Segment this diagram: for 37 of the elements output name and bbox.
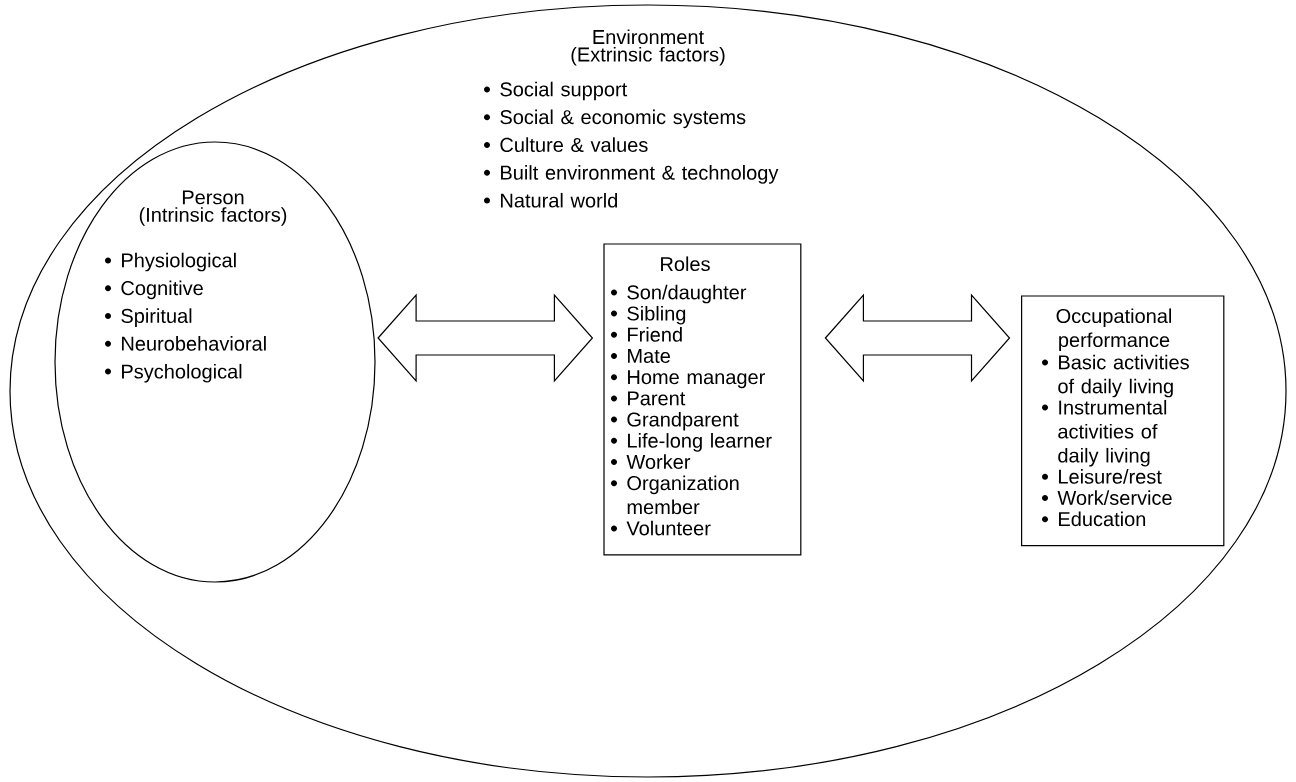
bullet-item: Natural world [484, 192, 618, 208]
bullet-item: Friend [611, 327, 682, 342]
bullet-item: Cognitive [105, 280, 203, 300]
bullet-item: Worker [611, 454, 691, 469]
bullet-item: Parent [611, 391, 686, 406]
bullet-item: Physiological [105, 252, 236, 272]
bullet-item: Neurobehavioral [105, 336, 266, 351]
bullet-item: Sibling [611, 305, 686, 325]
heading: (Intrinsic factors) [139, 207, 287, 226]
bullet-item: Son/daughter [611, 284, 747, 304]
heading: (Extrinsic factors) [571, 46, 725, 66]
heading: Roles [661, 256, 710, 272]
double-arrow [377, 293, 594, 383]
bullet-item: Leisure/rest [1042, 469, 1162, 484]
performance-box [1021, 295, 1225, 547]
heading: Environment [593, 29, 704, 45]
bullet-item: Social support [484, 81, 628, 101]
bullet-item: Life-long learner [611, 433, 772, 452]
bullet-item: Work/service [1042, 490, 1172, 505]
bullet-item: Culture & values [484, 137, 648, 152]
bullet-item: Spiritual [105, 308, 192, 327]
bullet-item: Grandparent [611, 411, 739, 431]
bullet-item: Volunteer [611, 520, 711, 536]
roles-box [603, 243, 802, 556]
bullet-item: Home manager [611, 370, 765, 389]
bullet-item: Social & economic systems [484, 109, 746, 129]
bullet-item: Basic activities of daily living [1042, 354, 1189, 398]
double-arrow [824, 293, 1011, 383]
bullet-item: Instrumental activities of daily living [1042, 399, 1167, 467]
heading: Person [182, 190, 244, 205]
bullet-item: Education [1042, 511, 1146, 527]
bullet-item: Built environment & technology [484, 165, 779, 184]
bullet-item: Psychological [105, 363, 242, 383]
bullet-item: Mate [611, 349, 670, 363]
bullet-item: Organization member [611, 475, 739, 515]
person-ellipse [54, 141, 376, 583]
heading: Occupational performance [1056, 308, 1172, 352]
